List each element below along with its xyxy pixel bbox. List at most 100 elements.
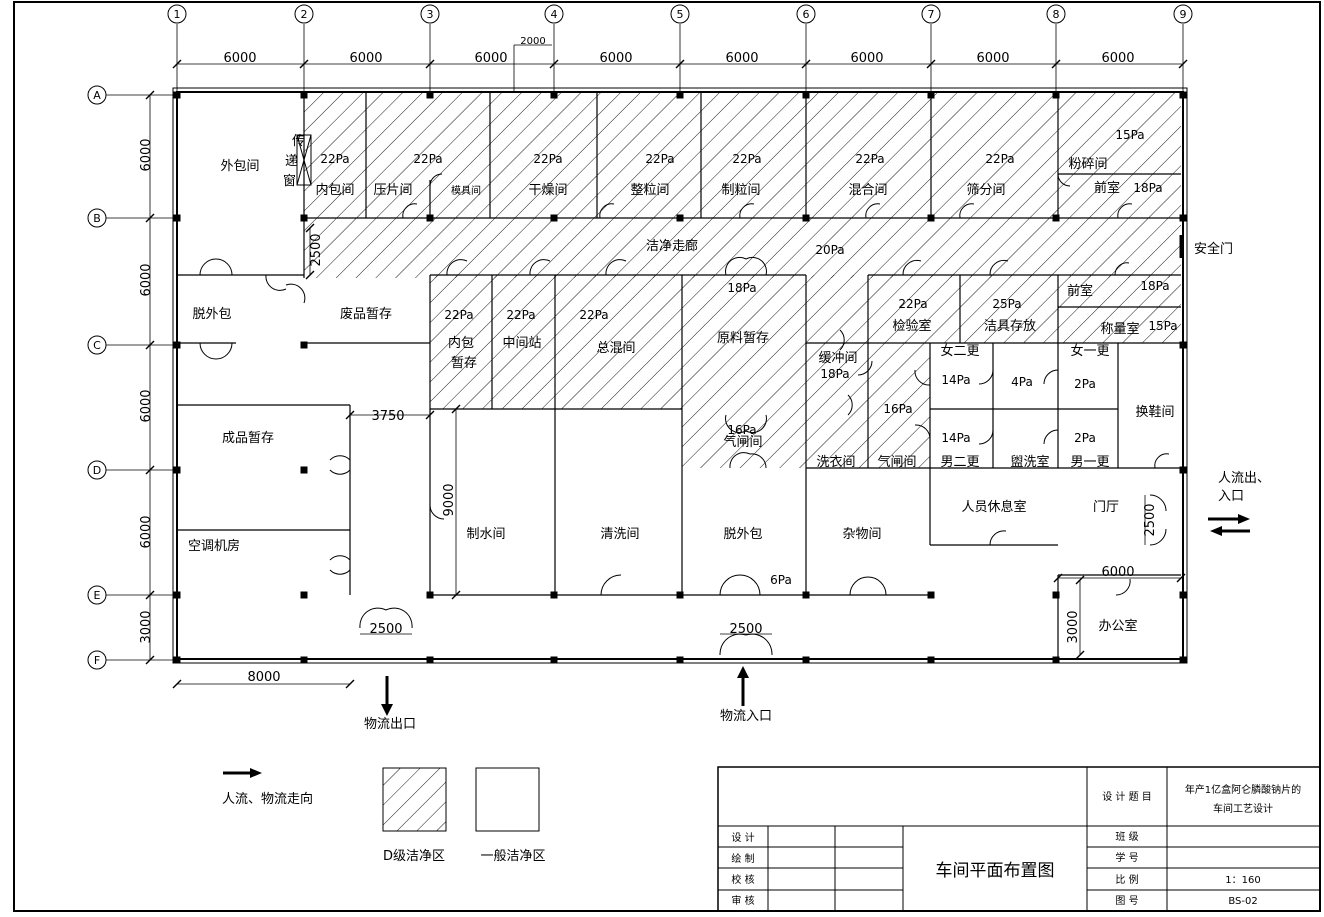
- room-dry: 干燥间: [528, 183, 567, 198]
- room-shoe: 换鞋间: [1135, 404, 1174, 420]
- pa-buffer: 18Pa: [820, 367, 849, 381]
- room-office: 办公室: [1098, 618, 1137, 634]
- axis-label-col: 9: [1180, 8, 1187, 21]
- pillar: [550, 91, 558, 99]
- dim-top-5: 6000: [725, 51, 758, 66]
- pillar: [173, 591, 181, 599]
- axis-bubble-col: [544, 4, 564, 24]
- room-m2: 男二更: [940, 455, 979, 470]
- axis-bubble-row: [87, 650, 107, 670]
- legend-d-class-label: D级洁净区: [383, 849, 445, 864]
- dim-corridor: 2500: [309, 233, 324, 266]
- pillar: [300, 214, 308, 222]
- axis-label-col: 4: [551, 8, 558, 21]
- pa-mixing: 22Pa: [855, 152, 884, 166]
- pa-total-mix: 22Pa: [579, 308, 608, 322]
- pillar: [1052, 91, 1060, 99]
- tb-scale-label: 比 例: [1115, 873, 1138, 886]
- pillar: [1179, 591, 1187, 599]
- pa-inner-pack: 22Pa: [320, 152, 349, 166]
- pillar: [1179, 341, 1187, 349]
- label-material-out: 物流出口: [364, 717, 416, 732]
- pa-airlock-2: 16Pa: [883, 402, 912, 416]
- room-corridor: 洁净走廊: [646, 238, 698, 254]
- doors: [199, 173, 1170, 656]
- axis-bubble-row: [87, 585, 107, 605]
- axis-label-col: 3: [427, 8, 434, 21]
- axis-label-row: D: [93, 464, 101, 477]
- room-granulation: 制粒间: [721, 183, 760, 198]
- pa-f2: 14Pa: [941, 373, 970, 387]
- room-misc: 杂物间: [842, 527, 881, 542]
- pass-window-icon: [296, 134, 312, 186]
- pillar: [1052, 591, 1060, 599]
- tb-no-label: 图 号: [1115, 895, 1138, 907]
- left-dimension-labels: 6000 6000 6000 6000 3000: [139, 138, 154, 643]
- axis-label-row: E: [94, 589, 101, 602]
- room-front-2: 前室: [1067, 283, 1093, 299]
- pa-dry: 22Pa: [533, 152, 562, 166]
- axis-label-col: 1: [174, 8, 181, 21]
- pillar: [1179, 466, 1187, 474]
- flow-arrows: [381, 514, 1250, 716]
- room-pass-window-1: 传: [292, 134, 305, 149]
- dimension-lines: [177, 44, 1181, 685]
- columns: [173, 91, 1187, 664]
- tb-drawing-name: 车间平面布置图: [936, 861, 1055, 881]
- room-cleaning: 清洗间: [600, 527, 639, 542]
- pillar: [1052, 656, 1060, 664]
- axis-bubble-col: [167, 4, 187, 24]
- pa-granulation: 22Pa: [732, 152, 761, 166]
- room-mid-station: 中间站: [502, 336, 541, 351]
- pa-corridor: 20Pa: [815, 243, 844, 257]
- room-sieving: 筛分间: [966, 183, 1005, 198]
- pa-front-2: 18Pa: [1140, 279, 1169, 293]
- axis-bubble-col: [1173, 4, 1193, 24]
- pillar: [300, 91, 308, 99]
- room-mixing: 混合间: [848, 183, 887, 198]
- room-ac: 空调机房: [188, 538, 240, 554]
- pillar: [927, 591, 935, 599]
- pillar: [802, 214, 810, 222]
- dim-8000: 8000: [247, 670, 280, 685]
- tb-topic-2: 车间工艺设计: [1213, 802, 1273, 815]
- dim-entry: 2500: [1143, 503, 1158, 536]
- pillar: [676, 214, 684, 222]
- pillar: [426, 591, 434, 599]
- pa-clean-store: 25Pa: [992, 297, 1021, 311]
- dimension-ticks: [172, 223, 1186, 689]
- pillar: [550, 656, 558, 664]
- tb-check: 校 核: [731, 873, 754, 886]
- room-pass-window-3: 窗: [283, 173, 296, 189]
- tb-no: BS-02: [1228, 896, 1257, 907]
- d-class-zone: [304, 93, 1181, 468]
- room-total-mix: 总混间: [596, 341, 635, 356]
- pillar: [802, 91, 810, 99]
- tb-topic-label: 设 计 题 目: [1102, 790, 1152, 803]
- axis-label-row: B: [93, 212, 101, 225]
- pa-sizing: 22Pa: [645, 152, 674, 166]
- pa-mid-station: 22Pa: [506, 308, 535, 322]
- pa-front-1: 18Pa: [1133, 181, 1162, 195]
- room-unpack-2: 脱外包: [723, 527, 762, 542]
- dim-office-w: 6000: [1101, 565, 1134, 580]
- dim-3750: 3750: [371, 409, 404, 424]
- room-hall: 门厅: [1093, 500, 1119, 515]
- pillar: [802, 591, 810, 599]
- dim-top-6: 6000: [850, 51, 883, 66]
- pillar: [173, 466, 181, 474]
- room-unpack-1: 脱外包: [192, 307, 231, 322]
- pillar: [426, 656, 434, 664]
- room-airlock-1: 气闸间: [723, 434, 762, 450]
- inner-dimension-labels: 2500 3750 9000 8000 2500 2500 2500 6000 …: [247, 233, 1158, 685]
- title-block-text: 设 计 绘 制 校 核 审 核 车间平面布置图 设 计 题 目 年产1亿盒阿仑膦…: [731, 783, 1301, 907]
- legend-d-class-swatch: [382, 767, 447, 832]
- dim-9000: 9000: [442, 483, 457, 516]
- room-laundry: 洗衣间: [816, 454, 855, 470]
- pillar: [676, 91, 684, 99]
- axis-label-row: C: [93, 339, 101, 352]
- room-raw-store: 原料暂存: [717, 331, 769, 346]
- axis-label-col: 2: [301, 8, 308, 21]
